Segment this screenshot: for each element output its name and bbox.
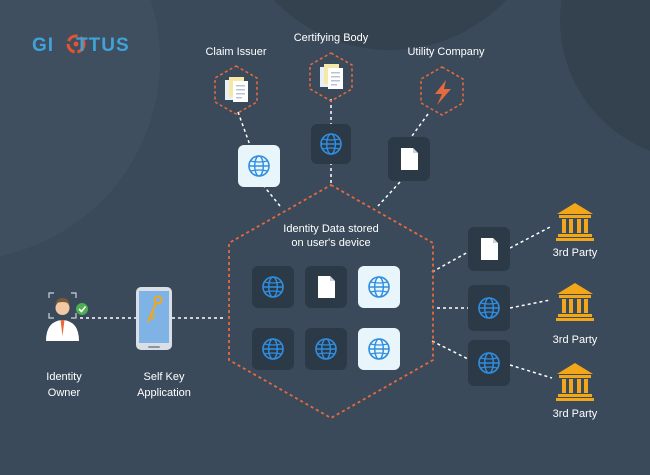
verified-check-icon	[76, 303, 88, 315]
identity-data-label: Identity Data stored on user's device	[261, 222, 401, 250]
data-tile-globe-1[interactable]	[252, 266, 294, 308]
brand-logo: GI TTUS	[32, 35, 130, 57]
third-party-globe-tile-2[interactable]	[468, 340, 510, 386]
utility-company-document-tile[interactable]	[388, 137, 430, 181]
person-icon	[46, 292, 79, 341]
selfkey-label-line1: Self Key	[143, 371, 185, 383]
third-party-label-3: 3rd Party	[552, 408, 598, 420]
claim-issuer-papers-icon	[225, 77, 248, 102]
document-icon	[318, 276, 335, 298]
identity-data-label-line2: on user's device	[291, 237, 371, 249]
document-icon	[401, 148, 418, 170]
data-tile-globe-3[interactable]	[252, 328, 294, 370]
certifying-body-label: Certifying Body	[293, 32, 369, 44]
data-tile-globe-5[interactable]	[358, 328, 400, 370]
certifying-body-papers-icon	[320, 64, 343, 89]
background-shapes	[273, 0, 650, 151]
selfkey-label: Self Key Application	[114, 369, 214, 401]
document-icon	[481, 238, 498, 260]
selfkey-label-line2: Application	[137, 387, 191, 399]
key-icon	[147, 295, 163, 323]
third-party-document-tile[interactable]	[468, 227, 510, 271]
utility-company-label: Utility Company	[407, 46, 485, 58]
logo-mark	[66, 34, 86, 54]
certifying-body-globe-tile[interactable]	[311, 124, 351, 164]
third-party-label-1: 3rd Party	[552, 247, 598, 259]
identity-owner-label-line1: Identity	[46, 371, 82, 383]
data-tile-document[interactable]	[305, 266, 347, 308]
third-party-globe-tile-1[interactable]	[468, 285, 510, 331]
source-hexagons	[214, 52, 464, 116]
identity-data-tiles	[252, 266, 400, 370]
identity-owner-label-line2: Owner	[47, 387, 81, 399]
data-tile-globe-2[interactable]	[358, 266, 400, 308]
brand-name-right: TTUS	[76, 35, 130, 56]
brand-name-left: GI	[32, 35, 55, 56]
claim-issuer-label: Claim Issuer	[205, 46, 267, 58]
third-party-label-2: 3rd Party	[552, 334, 598, 346]
bank-icon-1	[556, 203, 594, 241]
claim-issuer-globe-tile[interactable]	[238, 145, 280, 187]
identity-owner-label: Identity Owner	[24, 369, 104, 401]
identity-data-label-line1: Identity Data stored	[283, 223, 379, 235]
bank-icon-3	[556, 363, 594, 401]
connector-lines	[80, 99, 553, 379]
bank-icon-2	[556, 283, 594, 321]
data-tile-globe-4[interactable]	[305, 328, 347, 370]
lightning-icon	[435, 80, 451, 105]
